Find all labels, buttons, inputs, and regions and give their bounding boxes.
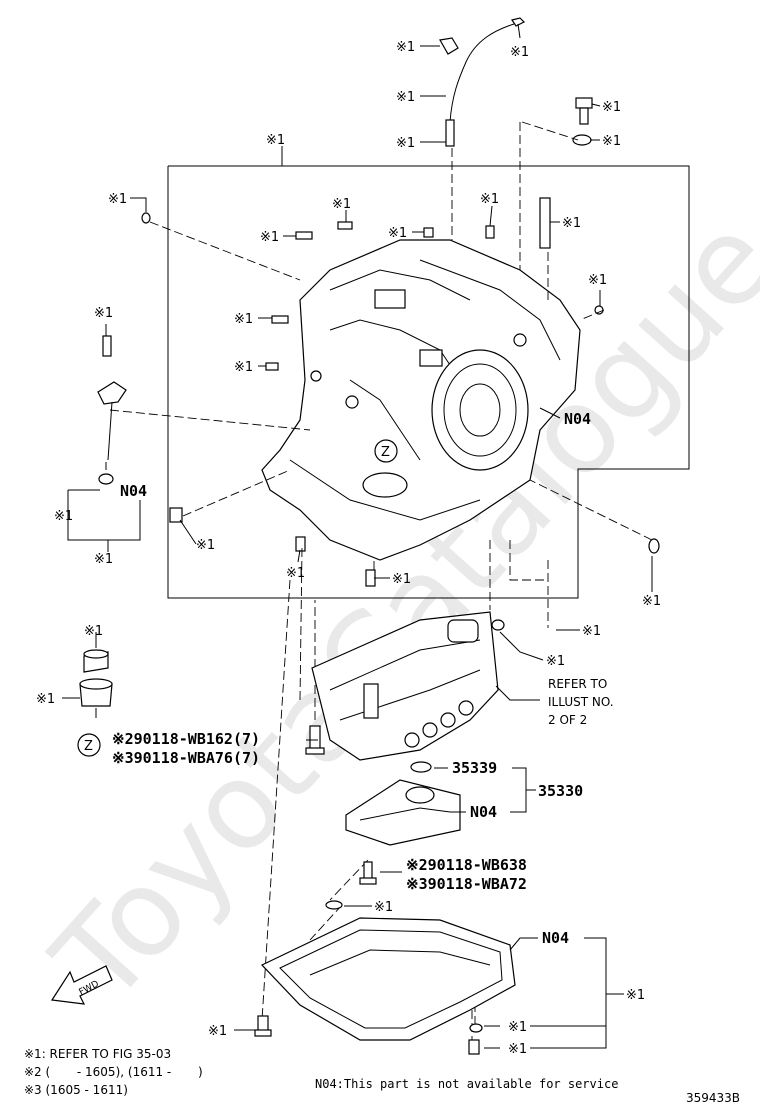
n04-dipstick-callout: N04	[120, 482, 147, 500]
ref1-label: ※1	[388, 226, 407, 241]
refer-text-line1: REFER TO	[548, 677, 607, 691]
label-leaders	[62, 23, 653, 1049]
n04-pan-callout: N04	[542, 929, 569, 947]
legend-line-1: ※1: REFER TO FIG 35-03	[24, 1047, 171, 1061]
strainer-bolt	[325, 861, 377, 910]
ref1-label: ※1	[94, 552, 113, 567]
ref1-label: ※1	[602, 100, 621, 115]
ref1-label: ※1	[508, 1020, 527, 1035]
svg-text:Z: Z	[84, 739, 93, 754]
svg-text:Z: Z	[381, 445, 390, 460]
ref1-label: ※1	[84, 624, 103, 639]
ref1-label: ※1	[54, 509, 73, 524]
ref1-label: ※1	[602, 134, 621, 149]
refer-text-line3: 2 OF 2	[548, 713, 587, 727]
drain-bolt-top	[572, 97, 593, 146]
transmission-case	[261, 239, 581, 561]
ref1-label: ※1	[396, 40, 415, 55]
z-marker-plug: Z	[77, 733, 101, 757]
bolt-part-number-wb638: ※290118-WB638	[406, 856, 527, 874]
ref1-label: ※1	[480, 192, 499, 207]
bolt-part-number-wba76: ※390118-WBA76(7)	[112, 749, 260, 767]
ref1-label: ※1	[508, 1042, 527, 1057]
ref1-label: ※1	[546, 654, 565, 669]
n04-strainer-callout: N04	[470, 803, 497, 821]
refer-text-line2: ILLUST NO.	[548, 695, 614, 709]
ref1-label: ※1	[234, 312, 253, 327]
ref1-label: ※1	[642, 594, 661, 609]
ref1-label: ※1	[510, 45, 529, 60]
tube-clip	[439, 37, 459, 55]
legend-line-3: ※3 (1605 - 1611)	[24, 1083, 128, 1097]
ref1-label: ※1	[196, 538, 215, 553]
ref1-label: ※1	[626, 988, 645, 1003]
n04-availability-note: N04:This part is not available for servi…	[315, 1077, 618, 1091]
illustration-id: 359433B	[686, 1091, 740, 1105]
ref1-label: ※1	[396, 136, 415, 151]
n04-case-callout: N04	[564, 410, 591, 428]
ref1-label: ※1	[208, 1024, 227, 1039]
ref1-label: ※1	[562, 216, 581, 231]
oil-dipstick-tube	[445, 17, 526, 147]
ref1-label: ※1	[266, 133, 285, 148]
ref1-label: ※1	[260, 230, 279, 245]
dipstick	[97, 335, 127, 485]
ref1-label: ※1	[108, 192, 127, 207]
valve-body	[311, 611, 505, 761]
case-assembly-boundary	[167, 165, 690, 599]
legend-line-2: ※2 ( - 1605), (1611 - )	[24, 1065, 203, 1079]
bolt-part-number-wb162: ※290118-WB162(7)	[112, 730, 260, 748]
ref1-label: ※1	[234, 360, 253, 375]
plug-assembly	[79, 649, 113, 707]
oil-strainer	[345, 761, 461, 846]
part-number-35330: 35330	[538, 782, 583, 800]
ref1-label: ※1	[36, 692, 55, 707]
bolt-part-number-wba72: ※390118-WBA72	[406, 875, 527, 893]
oil-pan	[254, 917, 516, 1055]
ref1-label: ※1	[374, 900, 393, 915]
ref1-label: ※1	[396, 90, 415, 105]
ref1-label: ※1	[286, 566, 305, 581]
ref1-labels: ※1 ※1 ※1 ※1 ※1 ※1 ※1 ※1 ※1 ※1 ※1 ※1 ※1 ※…	[36, 40, 661, 1057]
case-pins	[141, 197, 660, 587]
valve-body-bolt	[305, 725, 325, 755]
ref1-label: ※1	[332, 197, 351, 212]
part-number-35339: 35339	[452, 759, 497, 777]
ref1-label: ※1	[588, 273, 607, 288]
ref1-label: ※1	[94, 306, 113, 321]
z-marker-case: Z	[374, 439, 398, 463]
dashed-leaders	[109, 121, 653, 1045]
ref1-label: ※1	[582, 624, 601, 639]
ref1-label: ※1	[392, 572, 411, 587]
